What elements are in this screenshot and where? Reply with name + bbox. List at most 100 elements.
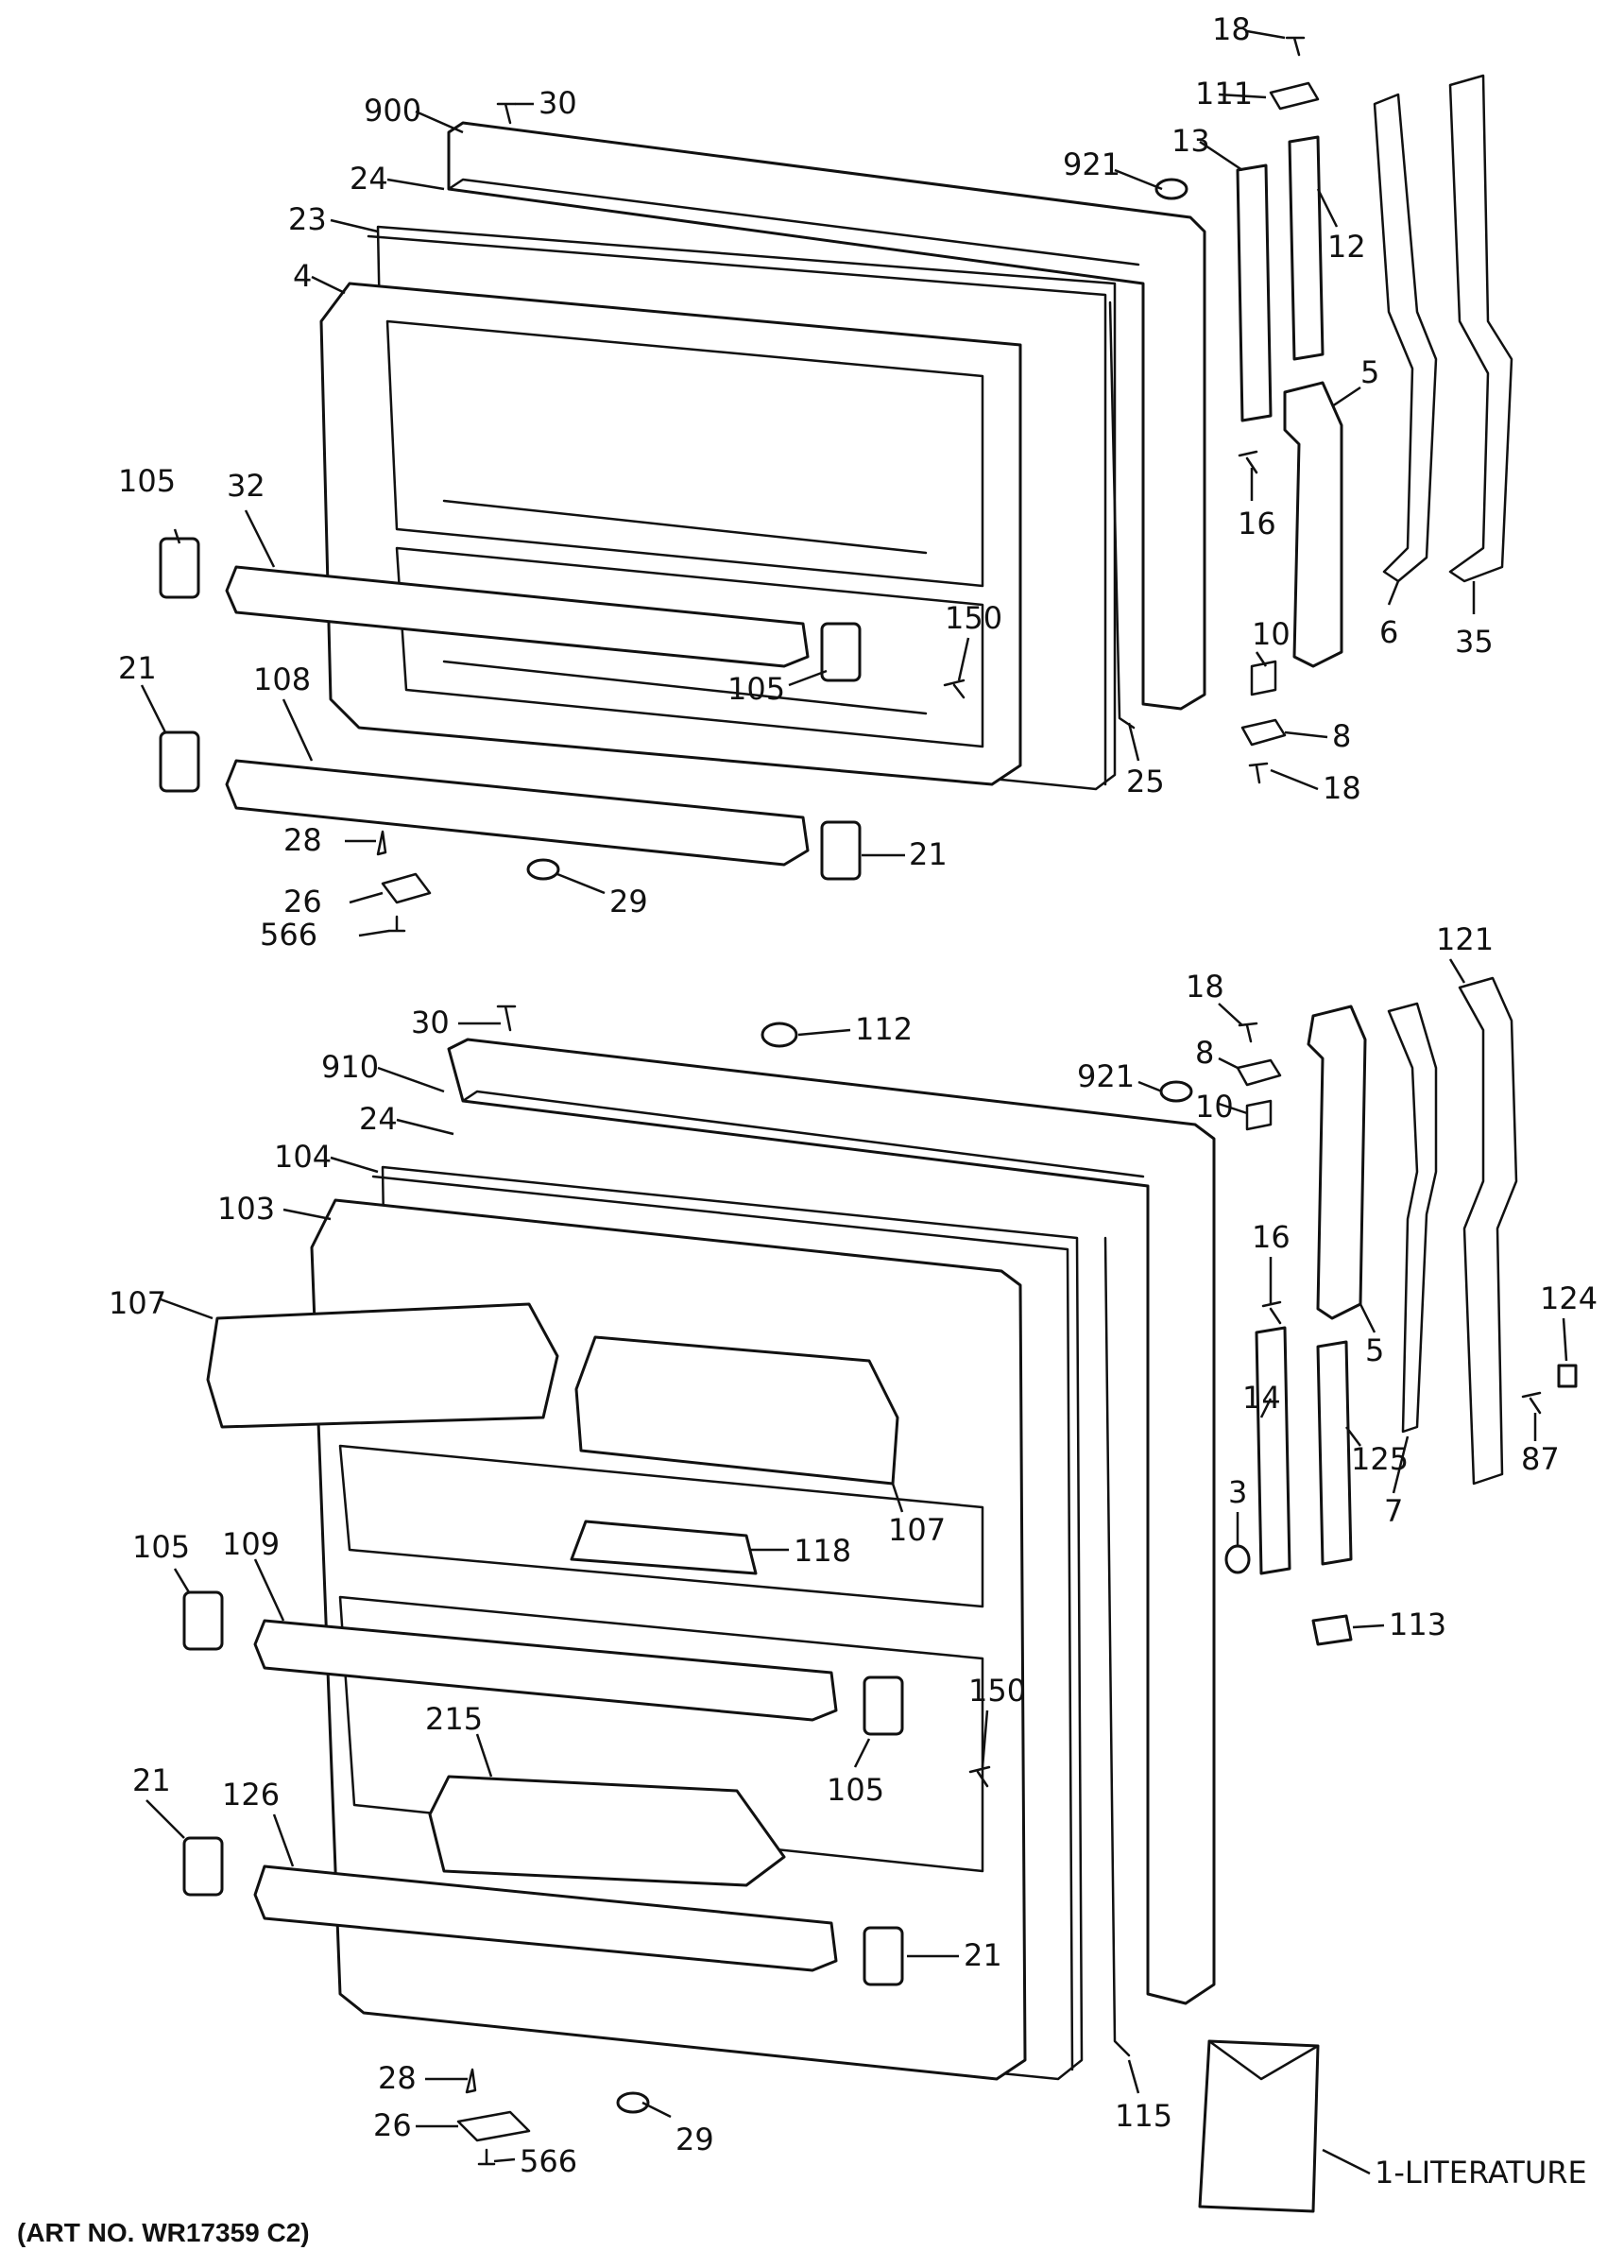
screw-16-lower: [1261, 1300, 1282, 1325]
callout-5b: 5: [1365, 1332, 1384, 1368]
fresh-food-shelf-bar-126: [253, 1864, 838, 1972]
callout-24b: 24: [359, 1101, 398, 1137]
screw-566-lower: [477, 2148, 496, 2166]
callout-108: 108: [253, 662, 311, 697]
hinge-plate-8-freezer: [1240, 718, 1287, 747]
plug-29-freezer: [526, 858, 560, 881]
callout-103: 103: [217, 1191, 275, 1227]
callout-124: 124: [1540, 1280, 1598, 1316]
freezer-shelf-bar-32: [225, 565, 810, 668]
screw-87: [1521, 1391, 1542, 1415]
callout-107b: 107: [888, 1512, 946, 1548]
freezer-handle-35: [1448, 74, 1513, 583]
callout-105c: 105: [132, 1529, 190, 1565]
shelf-cap-21-lower-left: [182, 1836, 224, 1897]
callout-literature: 1-LITERATURE: [1375, 2155, 1587, 2191]
callout-35: 35: [1455, 624, 1494, 660]
callout-113: 113: [1389, 1606, 1446, 1642]
callout-87: 87: [1521, 1441, 1560, 1477]
fresh-food-outer-door-panel: [447, 1038, 1216, 2005]
callout-910: 910: [321, 1049, 379, 1085]
clip-124: [1557, 1364, 1578, 1388]
callout-4: 4: [293, 258, 312, 294]
callout-10: 10: [1252, 616, 1291, 652]
callout-104: 104: [274, 1139, 332, 1175]
callout-921b: 921: [1077, 1058, 1135, 1094]
callout-105d: 105: [827, 1772, 884, 1808]
callout-6: 6: [1379, 614, 1398, 650]
fresh-food-handle-base-125: [1316, 1340, 1353, 1566]
callout-5: 5: [1360, 354, 1379, 390]
callout-126: 126: [222, 1777, 280, 1813]
callout-28b: 28: [378, 2060, 417, 2096]
freezer-door-assembly: [159, 36, 1513, 933]
callout-121: 121: [1436, 921, 1494, 957]
gasket-strip-115: [1103, 1236, 1131, 2057]
plug-921-lower: [1159, 1080, 1193, 1103]
callout-112: 112: [855, 1011, 913, 1047]
shelf-cap-105-left: [159, 537, 200, 599]
callout-566b: 566: [520, 2143, 577, 2179]
fresh-food-callouts: 121 18 30 112 8 921 910 10 24 104 103 16…: [109, 921, 1598, 2191]
fresh-food-bin-107-left: [206, 1302, 559, 1429]
callout-16: 16: [1238, 506, 1276, 541]
callout-115: 115: [1115, 2098, 1172, 2134]
cap-113: [1311, 1614, 1353, 1646]
callout-21b: 21: [909, 836, 948, 872]
shelf-cap-21-left: [159, 730, 200, 793]
callout-26: 26: [283, 884, 322, 919]
leader-lines: [140, 29, 1568, 2175]
callout-14: 14: [1242, 1380, 1281, 1416]
fresh-food-handle-7: [1387, 1002, 1438, 1434]
freezer-outer-door-panel: [447, 121, 1206, 711]
plug-29-lower: [616, 2091, 650, 2114]
callout-215: 215: [425, 1701, 483, 1737]
callout-21c: 21: [132, 1762, 171, 1798]
callout-32: 32: [227, 468, 265, 504]
plug-112: [761, 1022, 798, 1048]
freezer-callouts: 18 111 13 12 921 900 30 24 23 4 5 16 105…: [118, 11, 1494, 953]
fresh-food-handle-insert-14: [1255, 1326, 1291, 1575]
literature-envelope: [1198, 2039, 1320, 2213]
callout-105b: 105: [727, 671, 785, 707]
art-number: (ART NO. WR17359 C2): [17, 2218, 310, 2247]
callout-24: 24: [350, 161, 388, 197]
fresh-food-handle-121: [1458, 976, 1518, 1486]
callout-29b: 29: [675, 2122, 714, 2157]
callout-111: 111: [1195, 76, 1253, 112]
freezer-shelf-bar-108: [225, 759, 810, 867]
screw-18-top: [1285, 36, 1306, 57]
callout-23: 23: [288, 201, 327, 237]
screw-566-freezer: [387, 915, 406, 933]
callout-29: 29: [609, 884, 648, 919]
callout-8: 8: [1332, 718, 1351, 754]
callout-150: 150: [945, 600, 1002, 636]
shelf-cap-21-right: [820, 820, 862, 881]
callout-18b: 18: [1323, 770, 1361, 806]
callout-3: 3: [1228, 1474, 1247, 1510]
screw-150-freezer: [943, 679, 966, 699]
callout-18: 18: [1212, 11, 1251, 47]
plug-3: [1224, 1544, 1251, 1574]
shelf-cap-105-lower-left: [182, 1590, 224, 1651]
callout-28: 28: [283, 822, 322, 858]
stop-10-freezer: [1250, 660, 1277, 696]
shelf-cap-21-lower-right: [863, 1926, 904, 1986]
callout-109: 109: [222, 1526, 280, 1562]
callout-7: 7: [1384, 1493, 1403, 1529]
freezer-handle-mount-5: [1283, 381, 1343, 668]
freezer-inner-liner: [319, 282, 1022, 786]
freezer-handle-base-12: [1288, 135, 1325, 361]
hinge-plate-26-freezer: [381, 872, 432, 904]
hinge-plate-8-lower: [1236, 1058, 1282, 1087]
callout-125: 125: [1351, 1441, 1409, 1477]
callout-118: 118: [794, 1533, 851, 1569]
callout-900: 900: [364, 93, 421, 129]
callout-10b: 10: [1195, 1089, 1234, 1125]
freezer-handle-insert-13: [1236, 163, 1273, 422]
screw-16-freezer: [1238, 450, 1258, 474]
callout-12: 12: [1327, 229, 1366, 265]
callout-921: 921: [1063, 146, 1120, 182]
